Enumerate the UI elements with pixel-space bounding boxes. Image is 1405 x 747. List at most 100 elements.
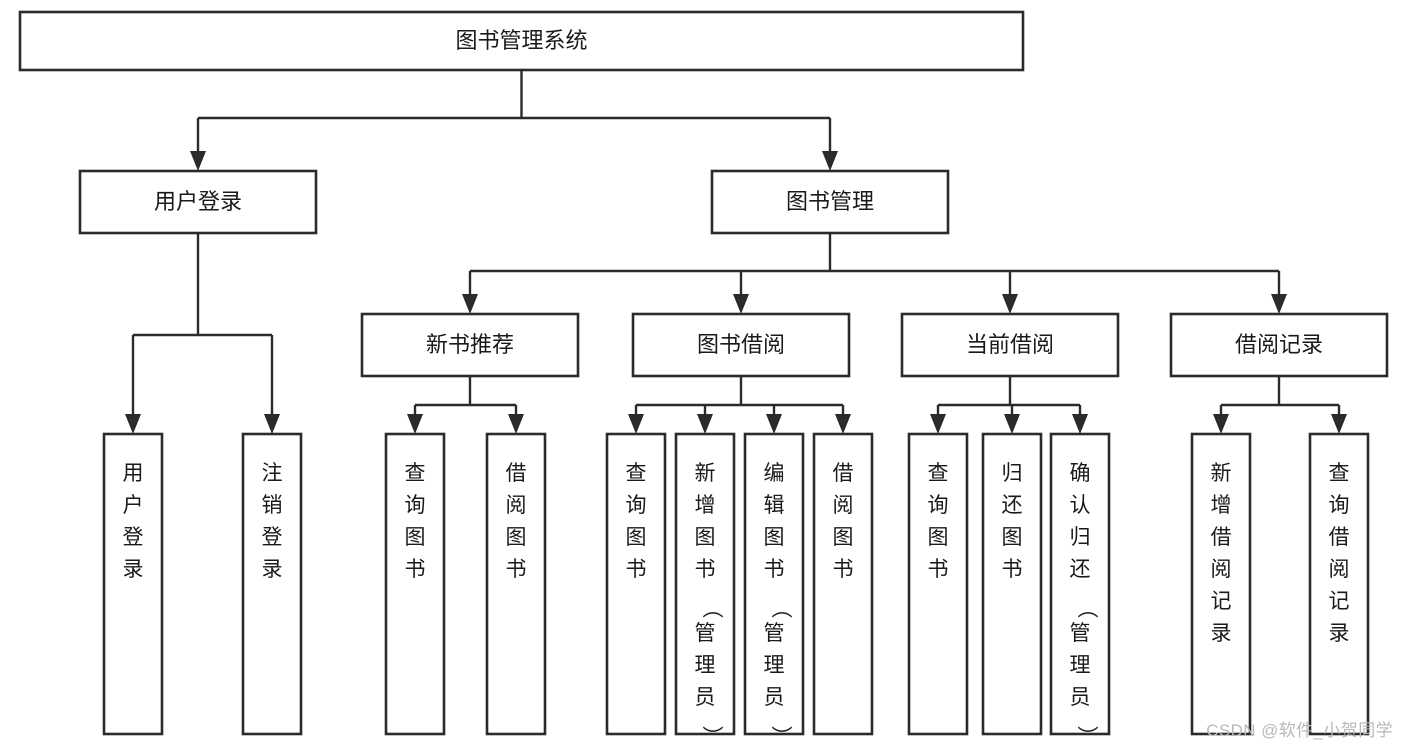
node-label-char: 图: [833, 526, 854, 549]
node-label-char: 理: [1070, 654, 1091, 677]
node-label-char: 理: [695, 654, 716, 677]
node-borrow-record[interactable]: 借阅记录: [1169, 312, 1389, 378]
node-label-char: 新: [1211, 462, 1232, 485]
node-label-char: 查: [1329, 462, 1350, 485]
node-label: 图书管理: [786, 189, 874, 214]
arrow-head: [1004, 414, 1020, 434]
node-label-char: 查: [928, 462, 949, 485]
node-label-char: 借: [506, 462, 527, 485]
node-label-char: （: [1075, 598, 1098, 619]
arrow-head: [508, 414, 524, 434]
node-label-char: 书: [833, 558, 854, 581]
node-label-char: 确: [1070, 462, 1091, 485]
node-box: [102, 432, 164, 736]
node-label-char: 阅: [1329, 558, 1350, 581]
arrow-head: [733, 294, 749, 314]
node-box: [907, 432, 969, 736]
arrow-head: [1213, 414, 1229, 434]
node-label-char: 管: [695, 622, 716, 645]
arrow-head: [835, 414, 851, 434]
node-label-char: ）: [1075, 726, 1098, 747]
node-new-book-rec[interactable]: 新书推荐: [360, 312, 580, 378]
node-label-char: 新: [695, 462, 716, 485]
node-label-char: 书: [928, 558, 949, 581]
node-box: [485, 432, 547, 736]
node-label-char: 书: [626, 558, 647, 581]
arrow-head: [125, 414, 141, 434]
node-leaf-user-login[interactable]: 用户登录: [102, 432, 164, 736]
node-box: [384, 432, 446, 736]
node-label: 图书借阅: [697, 332, 785, 357]
node-label-char: 查: [405, 462, 426, 485]
node-label-char: 阅: [833, 494, 854, 517]
node-label-char: 录: [1211, 622, 1232, 645]
node-current-borrow[interactable]: 当前借阅: [900, 312, 1120, 378]
node-label-char: 录: [1329, 622, 1350, 645]
node-box: [710, 169, 950, 235]
node-label-char: 阅: [1211, 558, 1232, 581]
node-label-char: 还: [1070, 558, 1091, 581]
node-label: 借阅记录: [1235, 332, 1323, 357]
node-label-char: 员: [764, 686, 785, 709]
node-box: [78, 169, 318, 235]
node-book-manage[interactable]: 图书管理: [710, 169, 950, 235]
connectors-layer: [125, 70, 1347, 434]
nodes-layer: 图书管理系统用户登录图书管理新书推荐图书借阅当前借阅借阅记录用户登录注销登录查询…: [18, 10, 1389, 747]
arrow-head: [1271, 294, 1287, 314]
arrow-head: [462, 294, 478, 314]
node-box: [812, 432, 874, 736]
node-label: 用户登录: [154, 189, 242, 214]
node-label-char: ）: [769, 726, 792, 747]
arrow-head: [407, 414, 423, 434]
arrow-head: [628, 414, 644, 434]
node-label-char: 用: [123, 462, 144, 485]
node-label-char: 登: [262, 526, 283, 549]
node-box: [360, 312, 580, 378]
node-box: [900, 312, 1120, 378]
arrow-head: [190, 151, 206, 171]
node-label-char: 书: [764, 558, 785, 581]
node-label-char: 借: [1211, 526, 1232, 549]
node-label-char: 阅: [506, 494, 527, 517]
arrow-head: [822, 151, 838, 171]
node-label: 新书推荐: [426, 332, 514, 357]
node-label-char: 登: [123, 526, 144, 549]
node-box: [605, 432, 667, 736]
node-book-borrow[interactable]: 图书借阅: [631, 312, 851, 378]
node-label-char: 编: [764, 462, 785, 485]
node-label-char: 认: [1070, 494, 1091, 517]
node-root[interactable]: 图书管理系统: [18, 10, 1025, 72]
node-label-char: 归: [1070, 526, 1091, 549]
node-label-char: 询: [1329, 494, 1350, 517]
node-box: [1308, 432, 1370, 736]
node-label-char: 图: [695, 526, 716, 549]
node-label-char: 录: [262, 558, 283, 581]
node-label: 当前借阅: [966, 332, 1054, 357]
arrow-head: [766, 414, 782, 434]
node-label: 图书管理系统: [455, 28, 587, 53]
node-box: [981, 432, 1043, 736]
node-label-char: 辑: [764, 494, 785, 517]
node-label-char: 管: [1070, 622, 1091, 645]
node-box: [631, 312, 851, 378]
node-user-login[interactable]: 用户登录: [78, 169, 318, 235]
node-label-char: 图: [506, 526, 527, 549]
node-label-char: 管: [764, 622, 785, 645]
node-label-char: 询: [928, 494, 949, 517]
node-label-char: 图: [405, 526, 426, 549]
node-label-char: ）: [700, 726, 723, 747]
node-label-char: 借: [833, 462, 854, 485]
